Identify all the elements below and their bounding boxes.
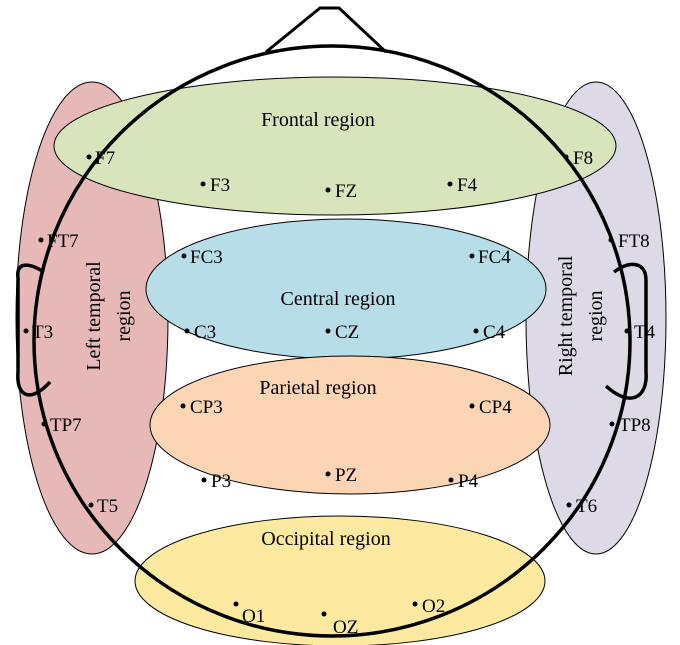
- electrode-label-ft7: FT7: [47, 231, 79, 252]
- electrode-label-cp3: CP3: [190, 397, 223, 418]
- electrode-dot: [469, 403, 475, 409]
- electrode-dots: [23, 154, 630, 617]
- electrode-label-cz: CZ: [335, 322, 359, 343]
- electrode-dot: [325, 471, 331, 477]
- electrode-dot: [321, 611, 327, 617]
- electrode-label-tp8: TP8: [619, 415, 651, 436]
- electrode-label-ft8: FT8: [618, 231, 650, 252]
- nose-icon: [265, 6, 388, 54]
- electrode-label-f7: F7: [95, 148, 115, 169]
- electrode-label-p3: P3: [211, 471, 231, 492]
- electrode-dot: [201, 477, 207, 483]
- electrode-dot: [86, 154, 92, 160]
- electrode-label-t6: T6: [576, 496, 597, 517]
- electrode-dot: [181, 253, 187, 259]
- electrode-label-fc4: FC4: [478, 247, 511, 268]
- electrode-dot: [412, 601, 418, 607]
- frontal-region: [53, 76, 617, 216]
- svg-text:Right temporal: Right temporal: [555, 255, 577, 376]
- electrode-label-t4: T4: [634, 322, 656, 343]
- electrode-dot: [41, 421, 47, 427]
- electrode-dot: [325, 187, 331, 193]
- electrode-dot: [448, 477, 454, 483]
- electrode-dot: [609, 421, 615, 427]
- electrode-dot: [325, 328, 331, 334]
- electrode-dot: [233, 601, 239, 607]
- central-region-label: Central region: [281, 288, 396, 310]
- svg-text:region: region: [585, 290, 607, 341]
- electrode-label-t3: T3: [32, 322, 53, 343]
- head-outline: [32, 44, 632, 638]
- electrode-dot: [563, 154, 569, 160]
- electrode-label-f8: F8: [573, 148, 593, 169]
- electrode-dot: [200, 181, 206, 187]
- electrode-label-o1: O1: [242, 606, 265, 627]
- electrode-label-c3: C3: [194, 322, 216, 343]
- electrode-label-tp7: TP7: [50, 415, 82, 436]
- electrode-dot: [473, 328, 479, 334]
- electrode-label-t5: T5: [97, 496, 118, 517]
- electrode-dot: [566, 502, 572, 508]
- occipital-region: [134, 515, 546, 645]
- electrode-dot: [469, 253, 475, 259]
- electrode-label-f3: F3: [210, 175, 230, 196]
- electrode-dot: [608, 237, 614, 243]
- electrode-dot: [180, 403, 186, 409]
- right-temporal-label: Right temporal region: [555, 255, 607, 376]
- electrode-label-c4: C4: [483, 322, 506, 343]
- electrode-dot: [447, 181, 453, 187]
- electrode-label-o2: O2: [422, 596, 445, 617]
- electrode-dot: [38, 237, 44, 243]
- electrode-dot: [624, 328, 630, 334]
- electrode-label-cp4: CP4: [479, 397, 512, 418]
- electrode-dot: [88, 502, 94, 508]
- electrode-label-fc3: FC3: [190, 247, 223, 268]
- electrode-label-oz: OZ: [333, 617, 358, 638]
- electrode-dot: [23, 328, 29, 334]
- svg-text:Left temporal: Left temporal: [83, 261, 105, 371]
- electrode-label-p4: P4: [458, 471, 479, 492]
- frontal-region-label: Frontal region: [261, 109, 375, 131]
- left-ear-icon: [16, 263, 52, 397]
- electrode-label-fz: FZ: [335, 181, 357, 202]
- svg-text:region: region: [113, 290, 135, 341]
- occipital-region-label: Occipital region: [261, 528, 390, 550]
- left-temporal-label: Left temporal region: [83, 261, 135, 371]
- electrode-dot: [184, 328, 190, 334]
- parietal-region: [149, 355, 551, 495]
- electrode-label-pz: PZ: [335, 465, 357, 486]
- electrode-label-f4: F4: [457, 175, 478, 196]
- parietal-region-label: Parietal region: [259, 377, 376, 399]
